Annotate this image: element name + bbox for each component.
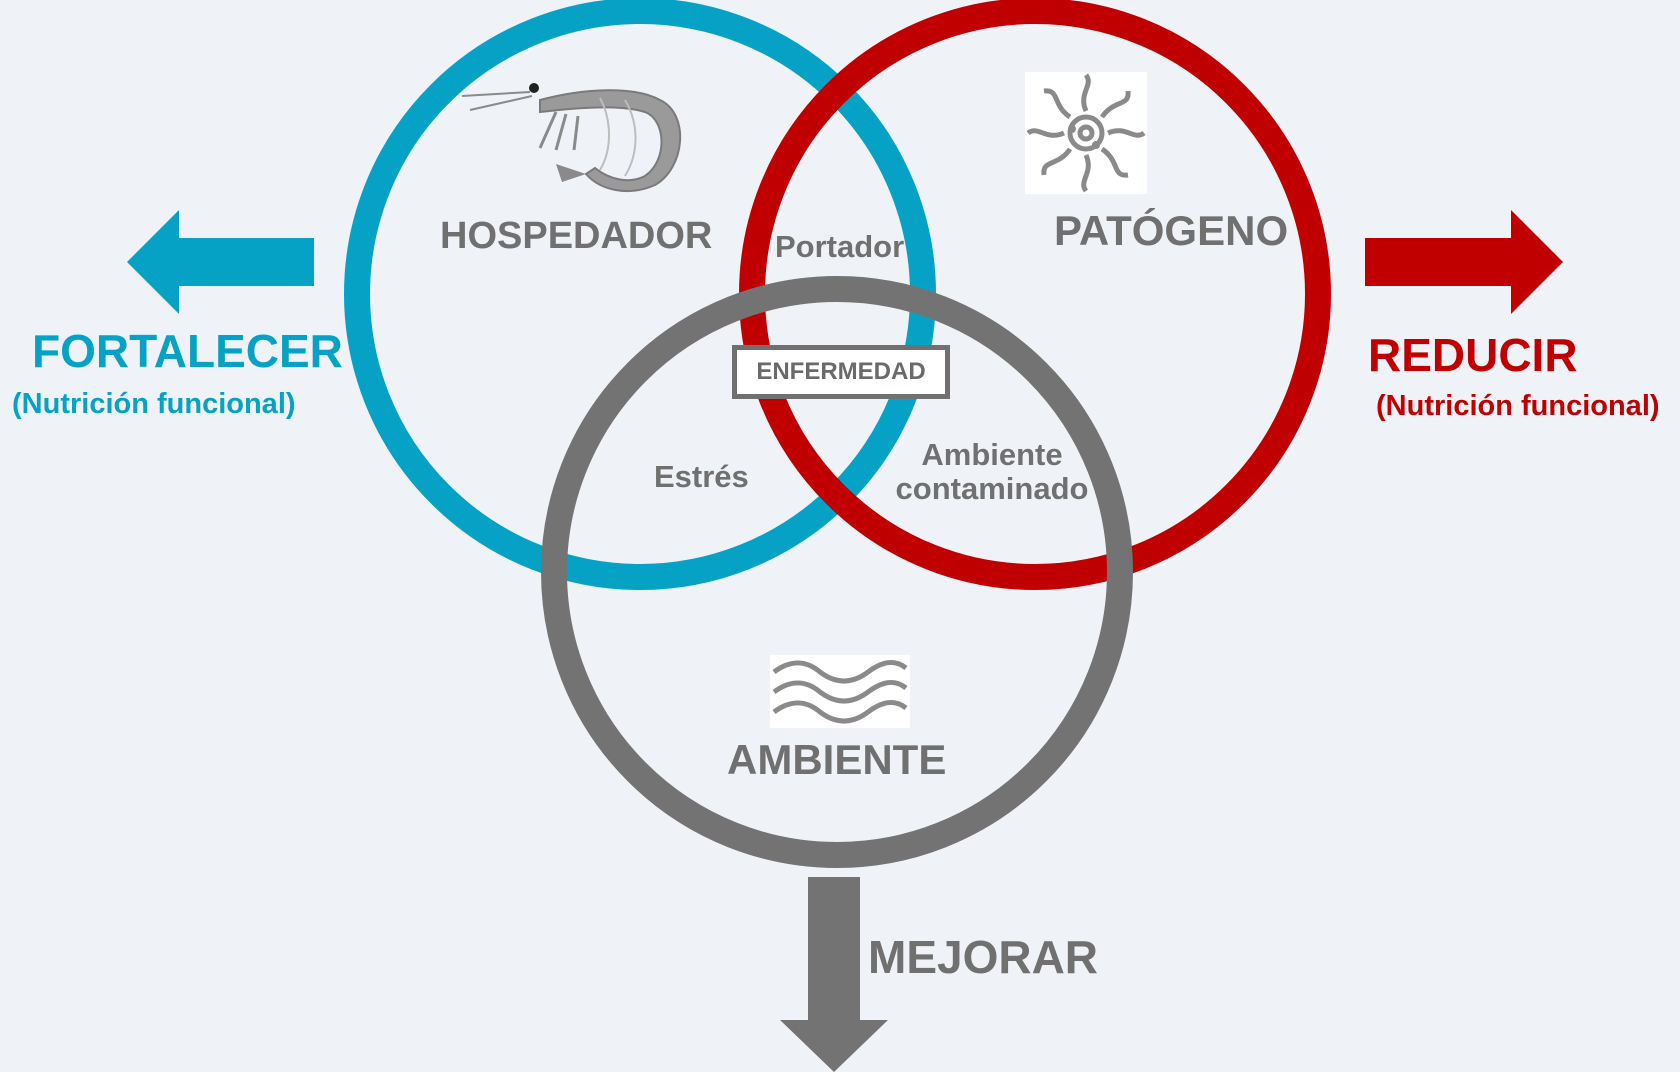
strengthen-title: FORTALECER — [32, 325, 343, 377]
contaminated-environment-label: Ambiente contaminado — [892, 437, 1092, 507]
reduce-subtitle: (Nutrición funcional) — [1376, 390, 1660, 422]
disease-label: ENFERMEDAD — [756, 358, 926, 385]
carrier-label: Portador — [775, 229, 905, 264]
virus-icon — [1026, 73, 1146, 193]
contaminated-environment-line2: contaminado — [895, 471, 1089, 507]
disease-box: ENFERMEDAD — [732, 345, 950, 399]
host-label: HOSPEDADOR — [440, 215, 713, 257]
strengthen-arrow-icon — [127, 210, 314, 314]
improve-arrow-icon — [780, 877, 888, 1072]
environment-label: AMBIENTE — [727, 736, 947, 783]
stress-label: Estrés — [654, 459, 749, 494]
improve-title: MEJORAR — [868, 931, 1099, 983]
shrimp-icon — [461, 83, 681, 193]
environment-circle — [541, 276, 1133, 868]
water-waves-icon — [772, 660, 908, 724]
water-waves-icon-background — [770, 655, 910, 728]
contaminated-environment-line1: Ambiente — [921, 437, 1063, 472]
reduce-arrow-icon — [1365, 210, 1563, 314]
reduce-title: REDUCIR — [1368, 329, 1578, 381]
strengthen-subtitle: (Nutrición funcional) — [12, 388, 296, 420]
pathogen-label: PATÓGENO — [1054, 207, 1289, 254]
